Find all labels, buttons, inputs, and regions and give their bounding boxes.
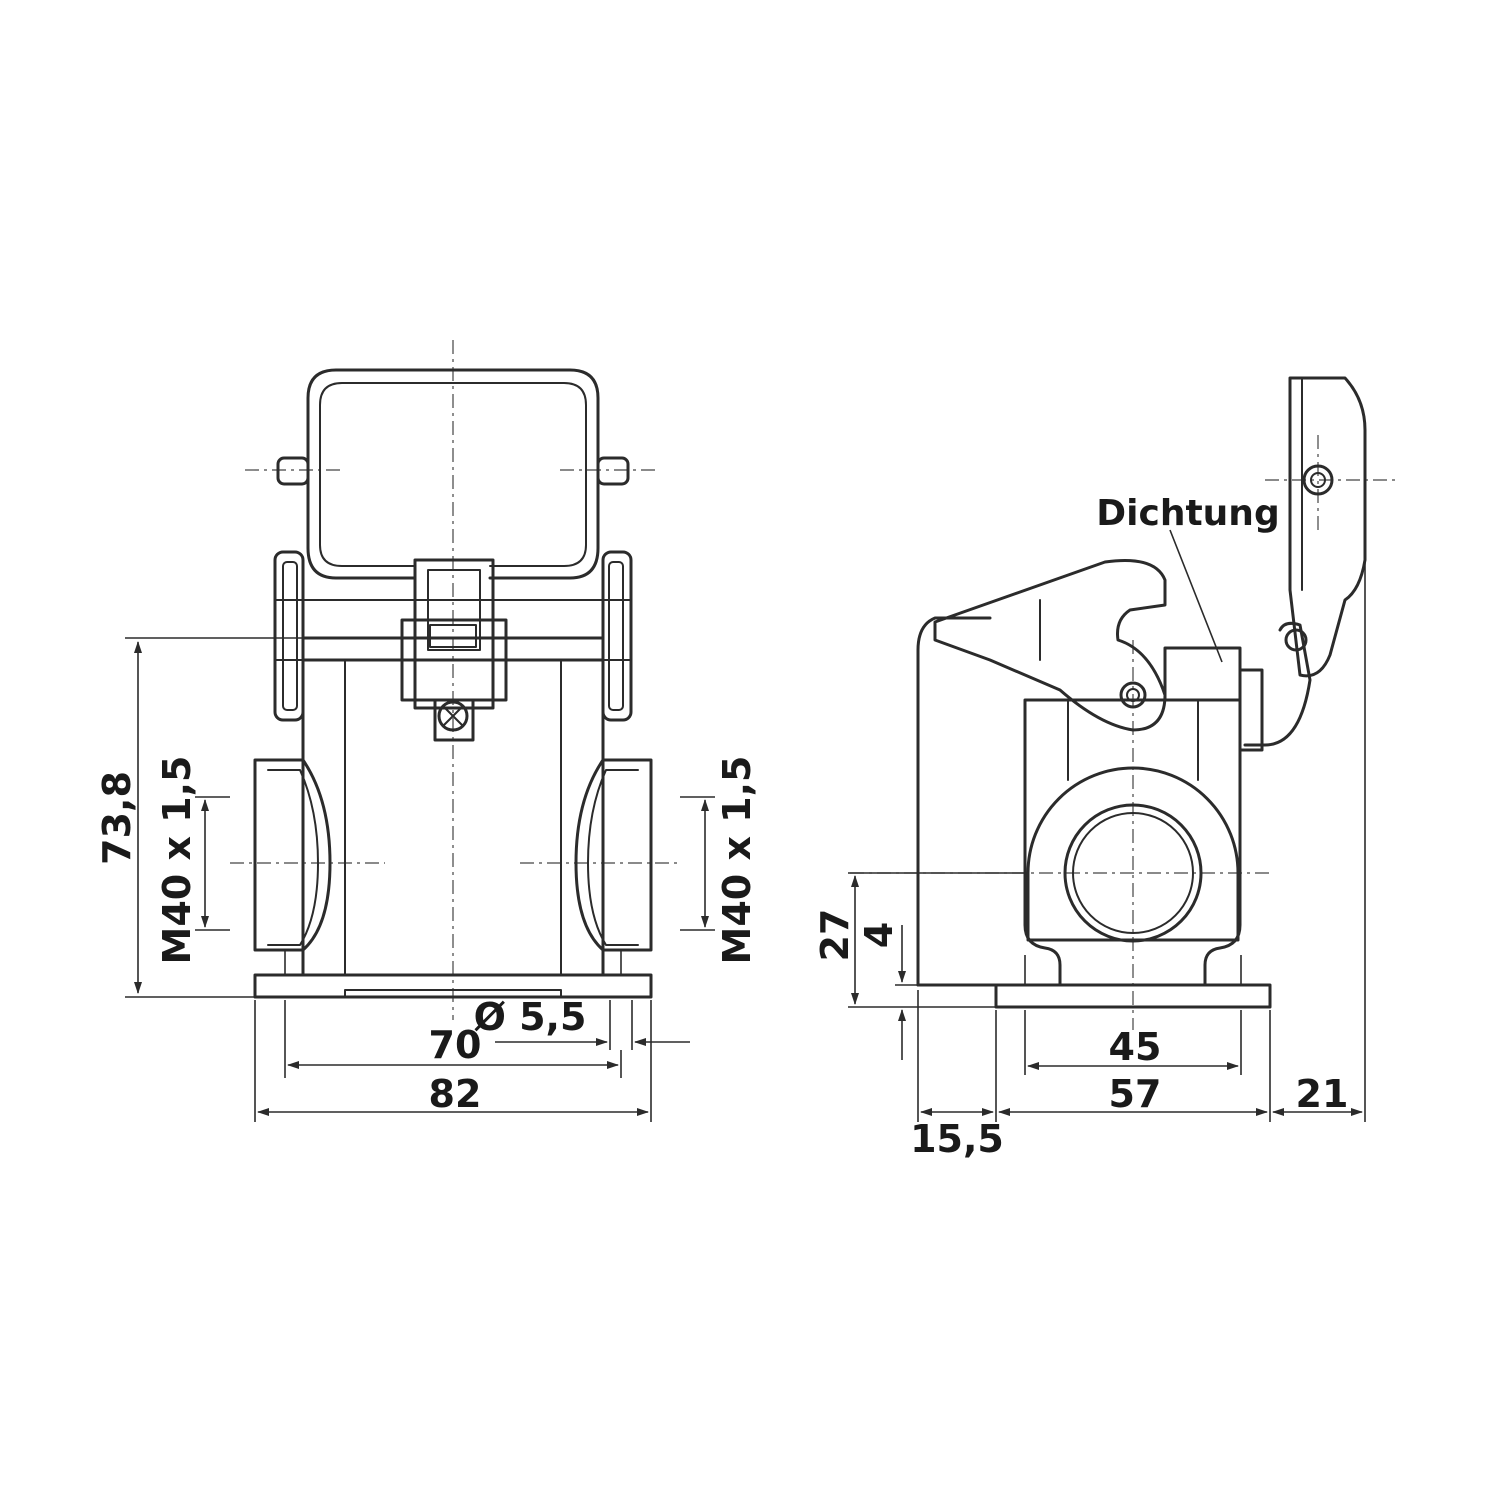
- dim-hole-diameter-text: Ø 5,5: [474, 995, 587, 1039]
- side-latch-lever: [933, 558, 1167, 732]
- dim-width: 82: [254, 1000, 652, 1122]
- dim-hole-diameter: Ø 5,5: [474, 995, 690, 1050]
- dim-thread-height: 27: [813, 872, 1025, 1008]
- dim-flange-thickness-text: 4: [857, 922, 901, 948]
- dim-lid-offset-text: 21: [1296, 1072, 1349, 1116]
- dim-side-hole-spacing: 45: [1024, 1010, 1242, 1075]
- dim-base-length: 57: [995, 1010, 1271, 1122]
- central-lock: [400, 558, 508, 742]
- left-peg: [276, 456, 310, 486]
- callout-seal-label: Dichtung: [1096, 493, 1279, 534]
- locking-bracket: [306, 368, 600, 580]
- left-latch: [273, 550, 305, 722]
- housing-top: [301, 599, 605, 662]
- left-thread-boss: [253, 758, 332, 952]
- dim-height-text: 73,8: [95, 771, 139, 865]
- right-peg: [596, 456, 630, 486]
- side-lid: [1243, 376, 1367, 747]
- side-thread-boss: [1026, 766, 1240, 943]
- dim-flange-thickness: 4: [857, 922, 918, 1060]
- right-latch: [601, 550, 633, 722]
- dim-hole-spacing: 70: [284, 1000, 622, 1078]
- side-housing-body: [916, 616, 1242, 987]
- side-base-flange: [994, 955, 1272, 1009]
- right-thread-boss: [574, 758, 653, 952]
- base-flange: [253, 950, 653, 999]
- callout-seal: Dichtung: [1096, 493, 1280, 663]
- dim-rear-overhang-text: 15,5: [910, 1117, 1004, 1161]
- dim-thread-height-text: 27: [813, 909, 857, 962]
- front-view: 73,8 M40 x 1,5 M40 x 1,5 Ø 5,5: [95, 340, 759, 1122]
- dim-thread-left-text: M40 x 1,5: [155, 756, 199, 965]
- dim-height: 73,8: [95, 637, 303, 998]
- dim-width-text: 82: [429, 1072, 482, 1116]
- dim-base-length-text: 57: [1109, 1072, 1162, 1116]
- dim-thread-right-text: M40 x 1,5: [715, 756, 759, 965]
- dim-hole-spacing-text: 70: [429, 1023, 482, 1067]
- dim-thread-left: M40 x 1,5: [155, 756, 230, 965]
- side-hinge-block: [1163, 646, 1264, 752]
- dim-thread-right: M40 x 1,5: [680, 756, 759, 965]
- dim-lid-offset: 21: [1272, 430, 1366, 1122]
- side-view: Dichtung 27 4 45 57: [813, 376, 1400, 1161]
- dim-side-hole-spacing-text: 45: [1109, 1025, 1162, 1069]
- dim-rear-overhang: 15,5: [910, 990, 1004, 1161]
